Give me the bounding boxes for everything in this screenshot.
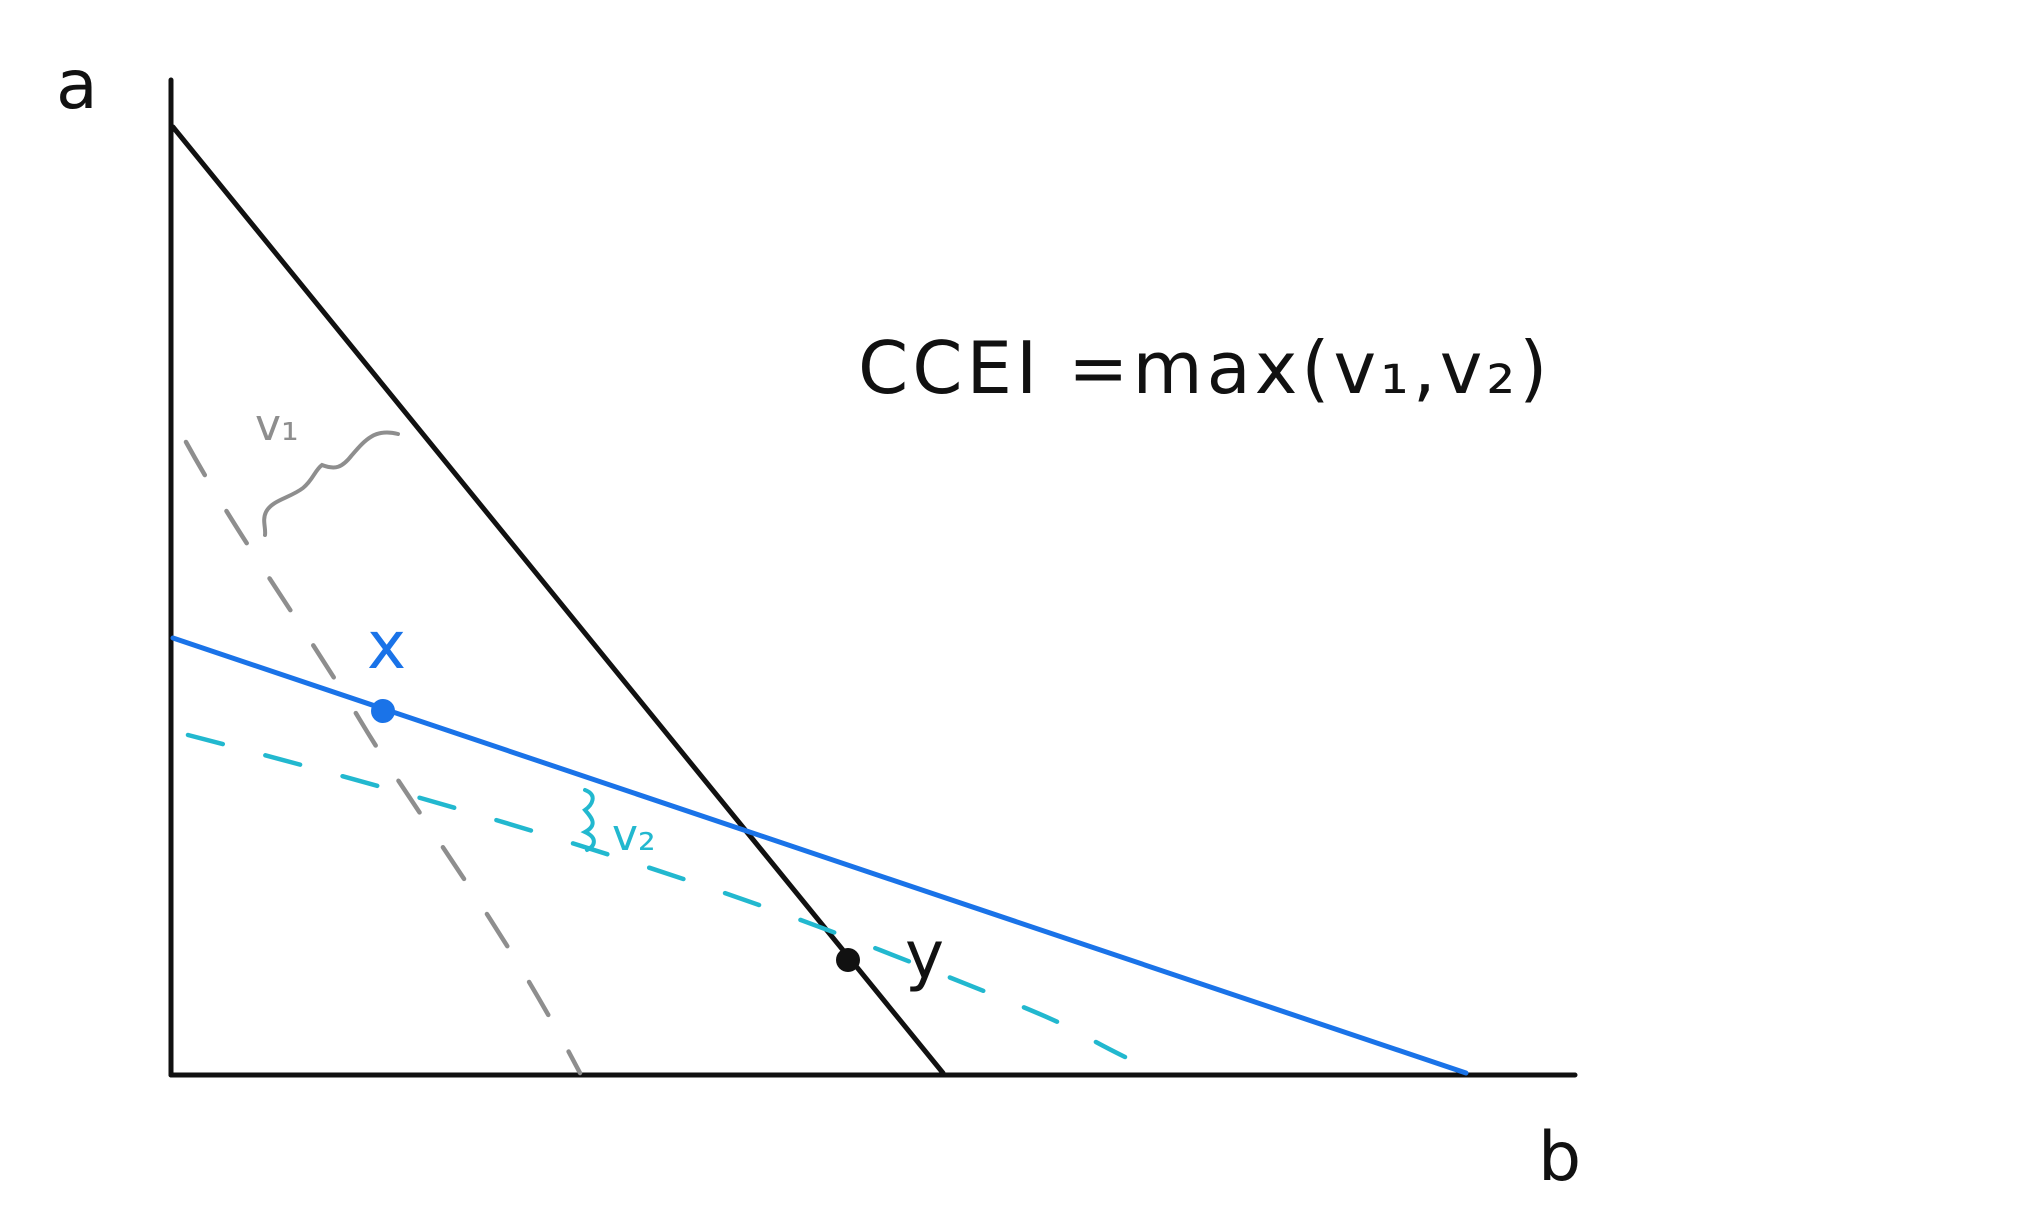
y-axis-label: a bbox=[56, 46, 98, 125]
point-x bbox=[371, 699, 395, 723]
v2-label: v₂ bbox=[612, 810, 656, 861]
v1-brace bbox=[262, 430, 400, 537]
point-x-label: x bbox=[367, 607, 406, 684]
scaled-budget-line-v1 bbox=[183, 439, 583, 1076]
v1-label: v₁ bbox=[255, 400, 299, 451]
x-axis-label: b bbox=[1538, 1118, 1581, 1197]
point-y-label: y bbox=[905, 917, 944, 994]
budget-line-x bbox=[170, 635, 1469, 1076]
v2-brace bbox=[580, 788, 596, 852]
point-y bbox=[836, 948, 860, 972]
budget-line-y bbox=[170, 124, 946, 1076]
ccei-formula: CCEI =max(v₁,v₂) bbox=[858, 326, 1551, 410]
scaled-budget-line-v2 bbox=[185, 732, 1128, 1060]
